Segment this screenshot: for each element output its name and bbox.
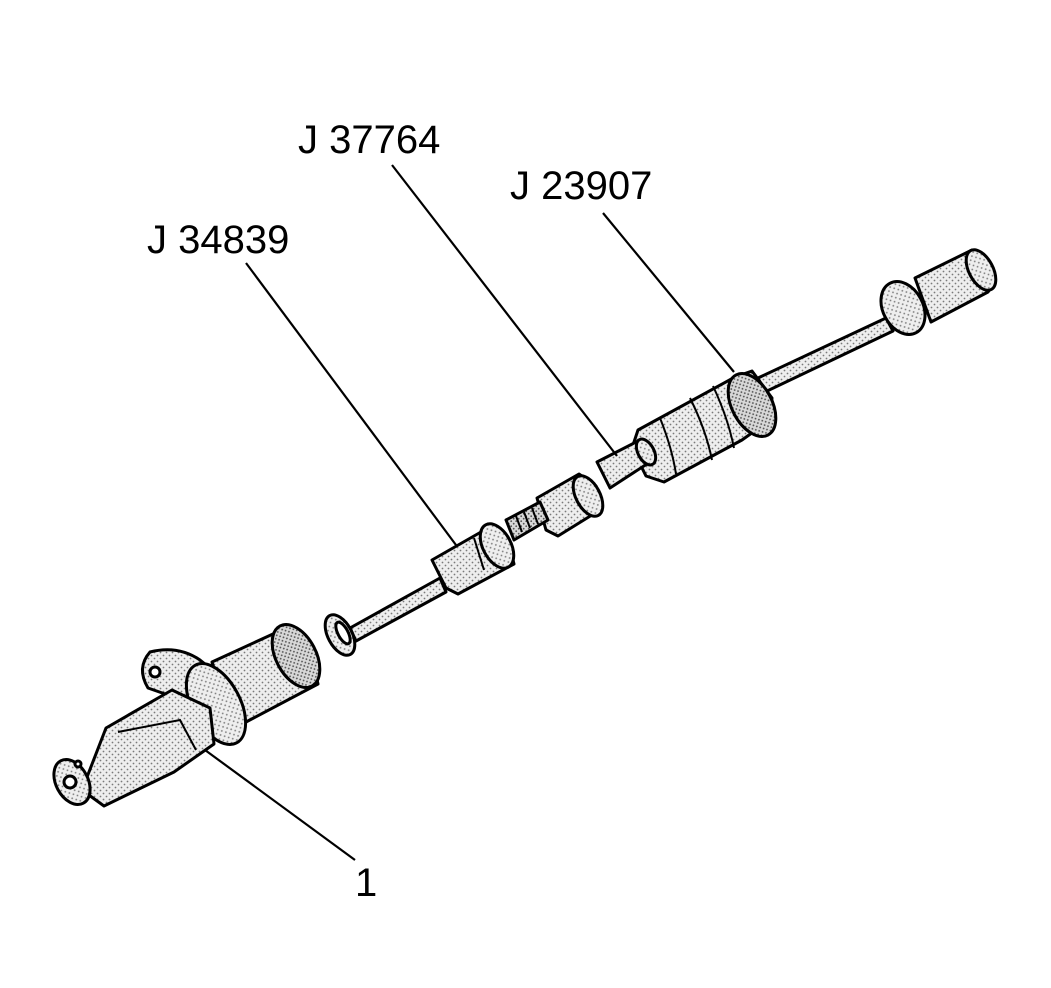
callout-j37764: J 37764 — [298, 118, 440, 162]
component-1-cylinder — [52, 623, 322, 808]
j37764-adapter — [535, 437, 658, 538]
handle-end — [879, 248, 998, 336]
j23907-slide-hammer — [630, 369, 778, 484]
retaining-ring — [323, 613, 357, 657]
leader-j23907 — [602, 212, 735, 373]
j34839-remover — [430, 522, 516, 596]
leader-j37764 — [391, 164, 618, 457]
callout-j23907: J 23907 — [510, 164, 652, 208]
leader-j34839 — [245, 262, 457, 546]
leader-item1 — [204, 749, 356, 861]
callout-item-1: 1 — [355, 861, 377, 905]
callout-j34839: J 34839 — [147, 218, 289, 262]
threaded-stud — [504, 500, 550, 542]
